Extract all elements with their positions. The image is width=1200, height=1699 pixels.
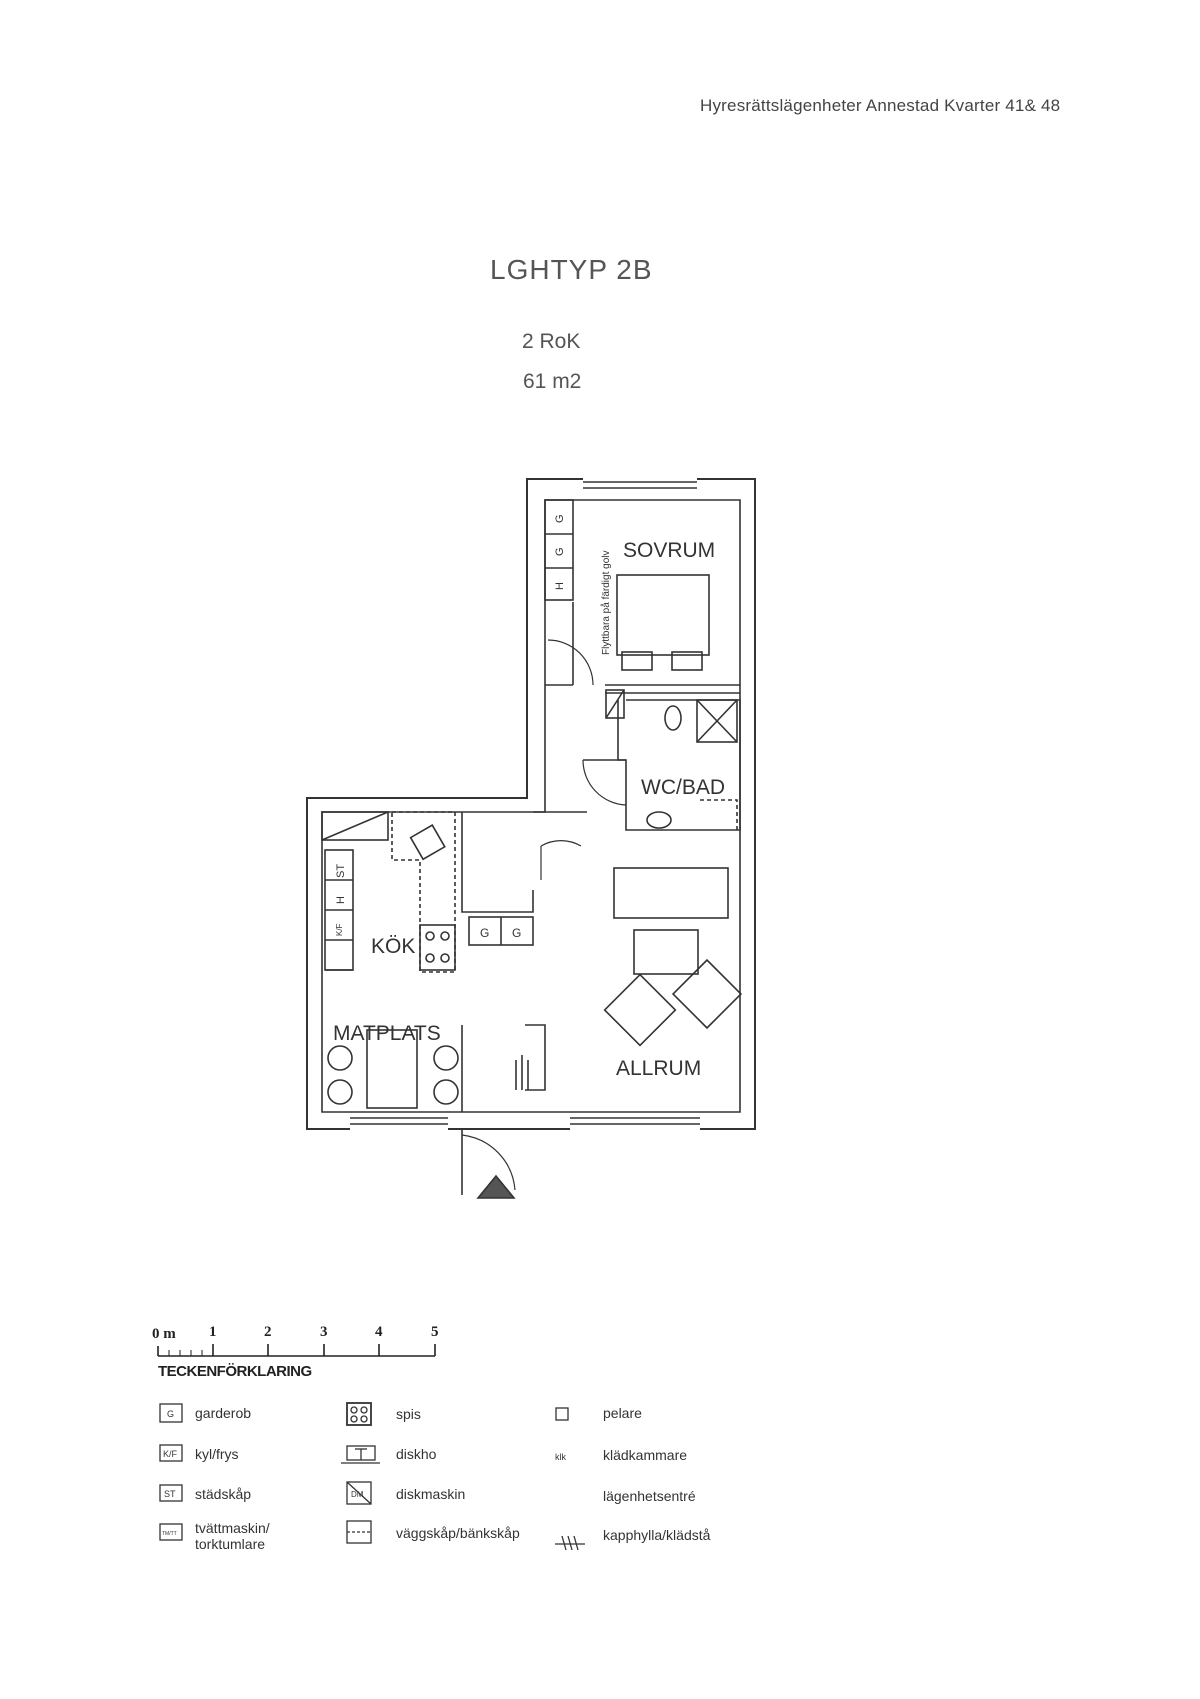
legend-kladkammare: klädkammare: [603, 1447, 688, 1463]
legend-garderob: garderob: [195, 1405, 252, 1421]
legend-symbol-dm: DM: [351, 1490, 364, 1499]
area: 61 m2: [523, 370, 582, 393]
scale-tick-1: 1: [209, 1324, 217, 1340]
wardrobe-code-1: G: [554, 514, 566, 523]
room-label-wcbad: WC/BAD: [641, 776, 725, 799]
legend-stadskap: städskåp: [195, 1486, 252, 1502]
legend-spis: spis: [396, 1406, 421, 1422]
hatshelf-code: H: [554, 582, 566, 590]
movable-note: Flyttbara på färdigt golv: [600, 551, 612, 656]
scale-unit: 0 m: [152, 1326, 176, 1342]
room-label-matplats: MATPLATS: [333, 1022, 441, 1045]
kitchen-h-code: H: [335, 896, 347, 904]
kitchen-st-code: ST: [335, 864, 347, 878]
scale-tick-2: 2: [264, 1324, 272, 1340]
project-header: Hyresrättslägenheter Annestad Kvarter 41…: [700, 96, 1061, 115]
legend-symbol-tm: TM/TT: [162, 1531, 177, 1537]
legend-diskho: diskho: [396, 1446, 437, 1462]
legend-entre: lägenhetsentré: [603, 1488, 696, 1504]
legend-kylfrys: kyl/frys: [195, 1446, 239, 1462]
hall-wardrobe-code-2: G: [512, 926, 521, 940]
scale-tick-5: 5: [431, 1324, 439, 1340]
room-label-allrum: ALLRUM: [616, 1057, 701, 1080]
room-label-sovrum: SOVRUM: [623, 539, 715, 562]
room-count: 2 RoK: [522, 330, 581, 353]
wardrobe-code-2: G: [554, 547, 566, 556]
legend-diskmaskin: diskmaskin: [396, 1486, 466, 1502]
legend-title: TECKENFÖRKLARING: [158, 1363, 312, 1380]
legend-symbol-kf: K/F: [163, 1449, 178, 1459]
hall-wardrobe-code-1: G: [480, 926, 489, 940]
legend-pelare: pelare: [603, 1405, 642, 1421]
legend-symbol-st: ST: [164, 1489, 176, 1499]
scale-tick-4: 4: [375, 1324, 383, 1340]
room-label-kok: KÖK: [371, 935, 415, 958]
legend-symbol-g: G: [167, 1409, 174, 1419]
legend-symbol-klk: klk: [555, 1452, 566, 1462]
legend-vaggskap: väggskåp/bänkskåp: [396, 1525, 520, 1541]
kitchen-kf-code: K/F: [335, 923, 344, 936]
legend-tvattmaskin: tvättmaskin/ torktumlare: [195, 1520, 270, 1552]
scale-tick-3: 3: [320, 1324, 328, 1340]
legend-kapphylla: kapphylla/klädstå: [603, 1527, 711, 1543]
apartment-type-title: LGHTYP 2B: [490, 254, 653, 285]
